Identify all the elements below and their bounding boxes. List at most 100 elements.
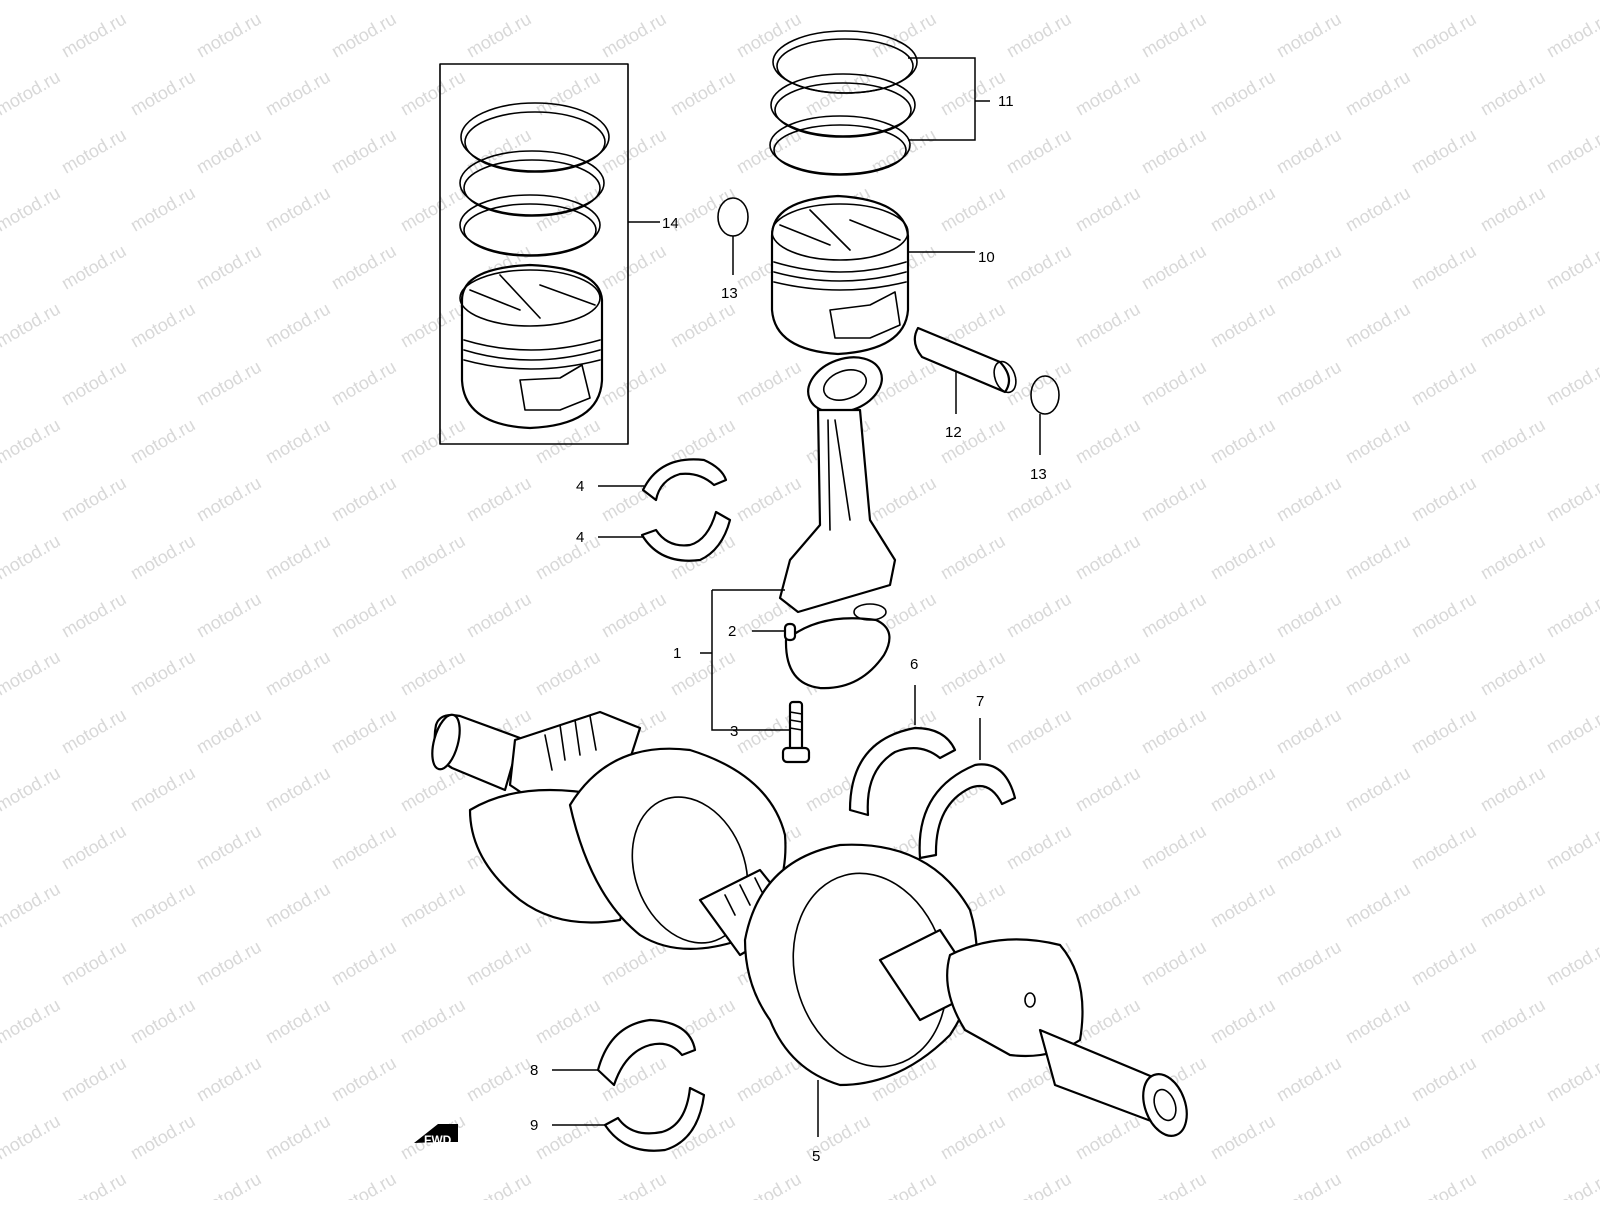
watermark-text: motod.ru — [262, 67, 334, 120]
watermark-text: motod.ru — [1003, 9, 1075, 62]
watermark-text: motod.ru — [262, 647, 334, 700]
callout-labels: 1 2 3 4 4 5 6 7 8 9 10 11 12 13 13 14 — [530, 93, 1047, 1165]
watermark-text: motod.ru — [733, 357, 805, 410]
callout-14: 14 — [662, 215, 679, 232]
watermark-text: motod.ru — [1342, 299, 1414, 352]
watermark-text: motod.ru — [937, 647, 1009, 700]
callout-5: 5 — [812, 1148, 820, 1165]
watermark-text: motod.ru — [1072, 879, 1144, 932]
watermark-text: motod.ru — [937, 531, 1009, 584]
watermark-text: motod.ru — [193, 357, 265, 410]
watermark-text: motod.ru — [1273, 357, 1345, 410]
watermark-text: motod.ru — [0, 647, 64, 700]
watermark-text: motod.ru — [1072, 183, 1144, 236]
watermark-text: motod.ru — [1072, 763, 1144, 816]
watermark-text: motod.ru — [463, 937, 535, 990]
watermark-text: motod.ru — [127, 763, 199, 816]
main-bearing-9[interactable] — [603, 1086, 706, 1152]
watermark-text: motod.ru — [0, 995, 64, 1048]
watermark-text: motod.ru — [1273, 589, 1345, 642]
watermark-text: motod.ru — [58, 357, 130, 410]
watermark-text: motod.ru — [397, 299, 469, 352]
watermark-text: motod.ru — [397, 67, 469, 120]
watermark-text: motod.ru — [328, 937, 400, 990]
watermark-text: motod.ru — [1138, 9, 1210, 62]
conrod-bearing-4-upper[interactable] — [641, 458, 728, 502]
watermark-text: motod.ru — [1003, 1169, 1075, 1200]
watermark-text: motod.ru — [262, 183, 334, 236]
watermark-text: motod.ru — [1138, 473, 1210, 526]
watermark-text: motod.ru — [868, 473, 940, 526]
piston-pin-12[interactable] — [913, 326, 1020, 414]
watermark-text: motod.ru — [262, 1111, 334, 1164]
watermark-text: motod.ru — [1477, 647, 1549, 700]
watermark-text: motod.ru — [397, 0, 469, 3]
watermark-text: motod.ru — [262, 415, 334, 468]
watermark-text: motod.ru — [1408, 1053, 1480, 1106]
watermark-text: motod.ru — [733, 1053, 805, 1106]
thrust-washer-7[interactable] — [918, 763, 1017, 860]
watermark-text: motod.ru — [1477, 763, 1549, 816]
circlip-13-lower[interactable] — [1030, 375, 1060, 455]
watermark-text: motod.ru — [1342, 647, 1414, 700]
watermark-text: motod.ru — [1477, 879, 1549, 932]
watermark-text: motod.ru — [328, 357, 400, 410]
watermark-text: motod.ru — [127, 1111, 199, 1164]
watermark-text: motod.ru — [0, 1111, 64, 1164]
main-bearing-8[interactable] — [596, 1018, 697, 1087]
watermark-text: motod.ru — [328, 125, 400, 178]
watermark-text: motod.ru — [532, 531, 604, 584]
circlip-13-upper[interactable] — [717, 197, 749, 275]
watermark-text: motod.ru — [1543, 937, 1600, 990]
watermark-text: motod.ru — [0, 183, 64, 236]
watermark-text: motod.ru — [1543, 241, 1600, 294]
watermark-text: motod.ru — [733, 473, 805, 526]
watermark-text: motod.ru — [0, 67, 64, 120]
watermark-text: motod.ru — [1003, 589, 1075, 642]
watermark-text: motod.ru — [127, 879, 199, 932]
watermark-text: motod.ru — [937, 183, 1009, 236]
watermark-text: motod.ru — [1477, 67, 1549, 120]
watermark-text: motod.ru — [1072, 415, 1144, 468]
watermark-text: motod.ru — [0, 763, 64, 816]
watermark-text: motod.ru — [1408, 821, 1480, 874]
watermark-text: motod.ru — [1543, 357, 1600, 410]
watermark-text: motod.ru — [463, 473, 535, 526]
conrod-bolt-3[interactable] — [781, 700, 811, 764]
watermark-text: motod.ru — [127, 183, 199, 236]
watermark-text: motod.ru — [1342, 531, 1414, 584]
crankshaft-5[interactable] — [427, 710, 1195, 1142]
watermark-text: motod.ru — [1477, 0, 1549, 3]
watermark-text: motod.ru — [1072, 67, 1144, 120]
piston-rings-11[interactable] — [769, 30, 918, 176]
callout-1: 1 — [673, 645, 681, 662]
watermark-text: motod.ru — [58, 937, 130, 990]
connecting-rod-1[interactable] — [778, 348, 897, 690]
watermark-text: motod.ru — [1543, 9, 1600, 62]
watermark-text: motod.ru — [1342, 415, 1414, 468]
watermark-text: motod.ru — [0, 299, 64, 352]
watermark-text: motod.ru — [1138, 241, 1210, 294]
callout-8: 8 — [530, 1062, 538, 1079]
watermark-text: motod.ru — [1138, 937, 1210, 990]
dowel-pin-2[interactable] — [783, 622, 797, 642]
watermark-text: motod.ru — [127, 299, 199, 352]
watermark-text: motod.ru — [127, 647, 199, 700]
watermark-text: motod.ru — [1138, 705, 1210, 758]
watermark-text: motod.ru — [1408, 357, 1480, 410]
thrust-washer-6[interactable] — [848, 726, 957, 817]
watermark-text: motod.ru — [1543, 125, 1600, 178]
piston-10[interactable] — [770, 194, 910, 356]
watermark-text: motod.ru — [667, 0, 739, 3]
watermark-text: motod.ru — [1477, 531, 1549, 584]
watermark-text: motod.ru — [1072, 647, 1144, 700]
conrod-bearing-4-lower[interactable] — [640, 510, 732, 562]
watermark-text: motod.ru — [397, 531, 469, 584]
watermark-text: motod.ru — [1138, 1169, 1210, 1200]
watermark-text: motod.ru — [937, 1111, 1009, 1164]
watermark-text: motod.ru — [58, 241, 130, 294]
piston-set-box[interactable] — [439, 63, 629, 445]
watermark-text: motod.ru — [1072, 0, 1144, 3]
watermark-text: motod.ru — [1408, 705, 1480, 758]
forward-direction-badge: FWD — [414, 1124, 458, 1147]
